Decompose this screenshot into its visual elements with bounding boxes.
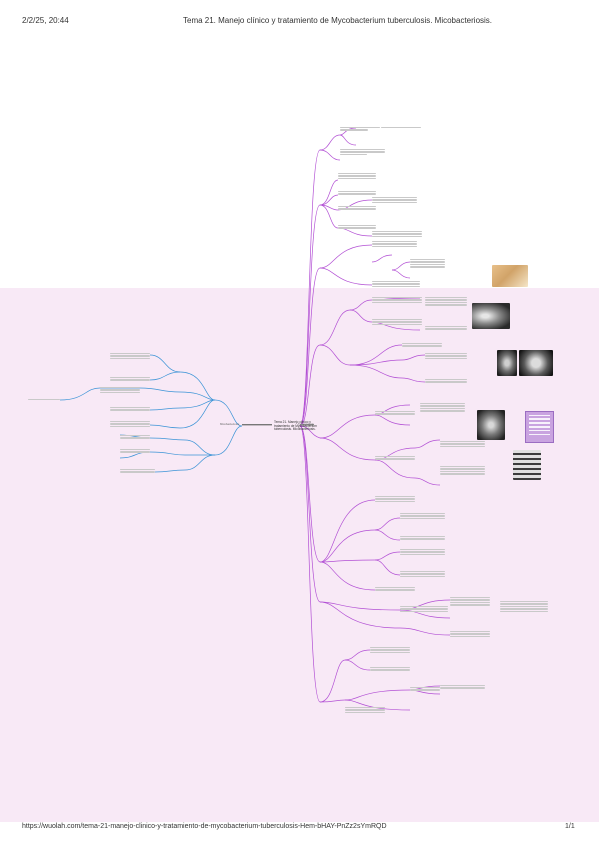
mindmap-node bbox=[400, 535, 445, 541]
mindmap-node bbox=[100, 386, 140, 394]
mindmap-node bbox=[410, 686, 440, 692]
mindmap-node bbox=[340, 126, 380, 132]
mindmap-node bbox=[375, 410, 415, 416]
mindmap-node bbox=[110, 420, 150, 428]
mindmap-node bbox=[450, 596, 490, 607]
mindmap-node bbox=[120, 434, 150, 440]
clinical-photo bbox=[492, 265, 528, 287]
mindmap-node bbox=[356, 126, 421, 129]
mindmap-node bbox=[370, 666, 410, 672]
mindmap-node bbox=[338, 190, 376, 196]
mindmap-node bbox=[400, 570, 445, 578]
page-title: Tema 21. Manejo clínico y tratamiento de… bbox=[183, 16, 493, 25]
mindmap-node bbox=[375, 586, 415, 592]
page-background bbox=[0, 136, 330, 288]
mindmap-node bbox=[440, 440, 485, 448]
chest-xray-image bbox=[497, 350, 517, 376]
mindmap-branch-left: Micobacteriosis bbox=[220, 422, 240, 426]
section-highlight-band bbox=[0, 718, 599, 822]
page-number: 1/1 bbox=[565, 823, 575, 830]
mindmap-node bbox=[375, 495, 415, 503]
page-url: https://wuolah.com/tema-21-manejo-clinic… bbox=[22, 823, 387, 830]
chest-xray-image bbox=[472, 303, 510, 329]
mindmap-node bbox=[440, 684, 485, 690]
mindmap-node bbox=[28, 398, 60, 401]
mindmap-node bbox=[338, 172, 376, 180]
mindmap-node bbox=[400, 605, 448, 613]
mindmap-node bbox=[425, 296, 467, 307]
mindmap-node bbox=[372, 240, 417, 248]
spine-xray-image bbox=[513, 450, 541, 480]
mindmap-root: Tema 21. Manejo clínico y tratamiento de… bbox=[274, 420, 317, 432]
mindmap-node bbox=[400, 512, 445, 520]
mindmap-node bbox=[372, 296, 422, 304]
mindmap-node bbox=[372, 196, 417, 204]
mindmap-node bbox=[410, 258, 445, 269]
mindmap-node bbox=[372, 318, 422, 326]
mindmap-node bbox=[425, 378, 467, 384]
mindmap-node bbox=[110, 352, 150, 360]
ct-scan-image bbox=[519, 350, 553, 376]
mindmap-node bbox=[375, 455, 415, 461]
mindmap-node bbox=[345, 706, 385, 714]
highlight-note-box bbox=[525, 411, 554, 443]
mindmap-node bbox=[120, 448, 150, 454]
mindmap-node bbox=[450, 630, 490, 638]
mindmap-node bbox=[338, 224, 376, 230]
mindmap-node bbox=[425, 325, 467, 331]
mindmap-branch-right: Tuberculosis bbox=[298, 422, 314, 426]
mindmap-node bbox=[400, 548, 445, 556]
mindmap-node bbox=[110, 376, 150, 382]
mindmap-node bbox=[370, 646, 410, 654]
mindmap-node bbox=[338, 205, 376, 211]
mindmap-node bbox=[425, 352, 467, 360]
print-date: 2/2/25, 20:44 bbox=[22, 16, 69, 25]
mindmap-node bbox=[372, 280, 420, 288]
mindmap-node bbox=[120, 468, 155, 474]
mindmap-node bbox=[420, 402, 465, 413]
mindmap-node bbox=[440, 465, 485, 476]
mindmap-node bbox=[500, 600, 548, 613]
chest-xray-image bbox=[477, 410, 505, 440]
mindmap-node bbox=[402, 342, 442, 348]
mindmap-node bbox=[340, 148, 385, 156]
mindmap-node bbox=[110, 406, 150, 412]
mindmap-node bbox=[372, 230, 422, 238]
